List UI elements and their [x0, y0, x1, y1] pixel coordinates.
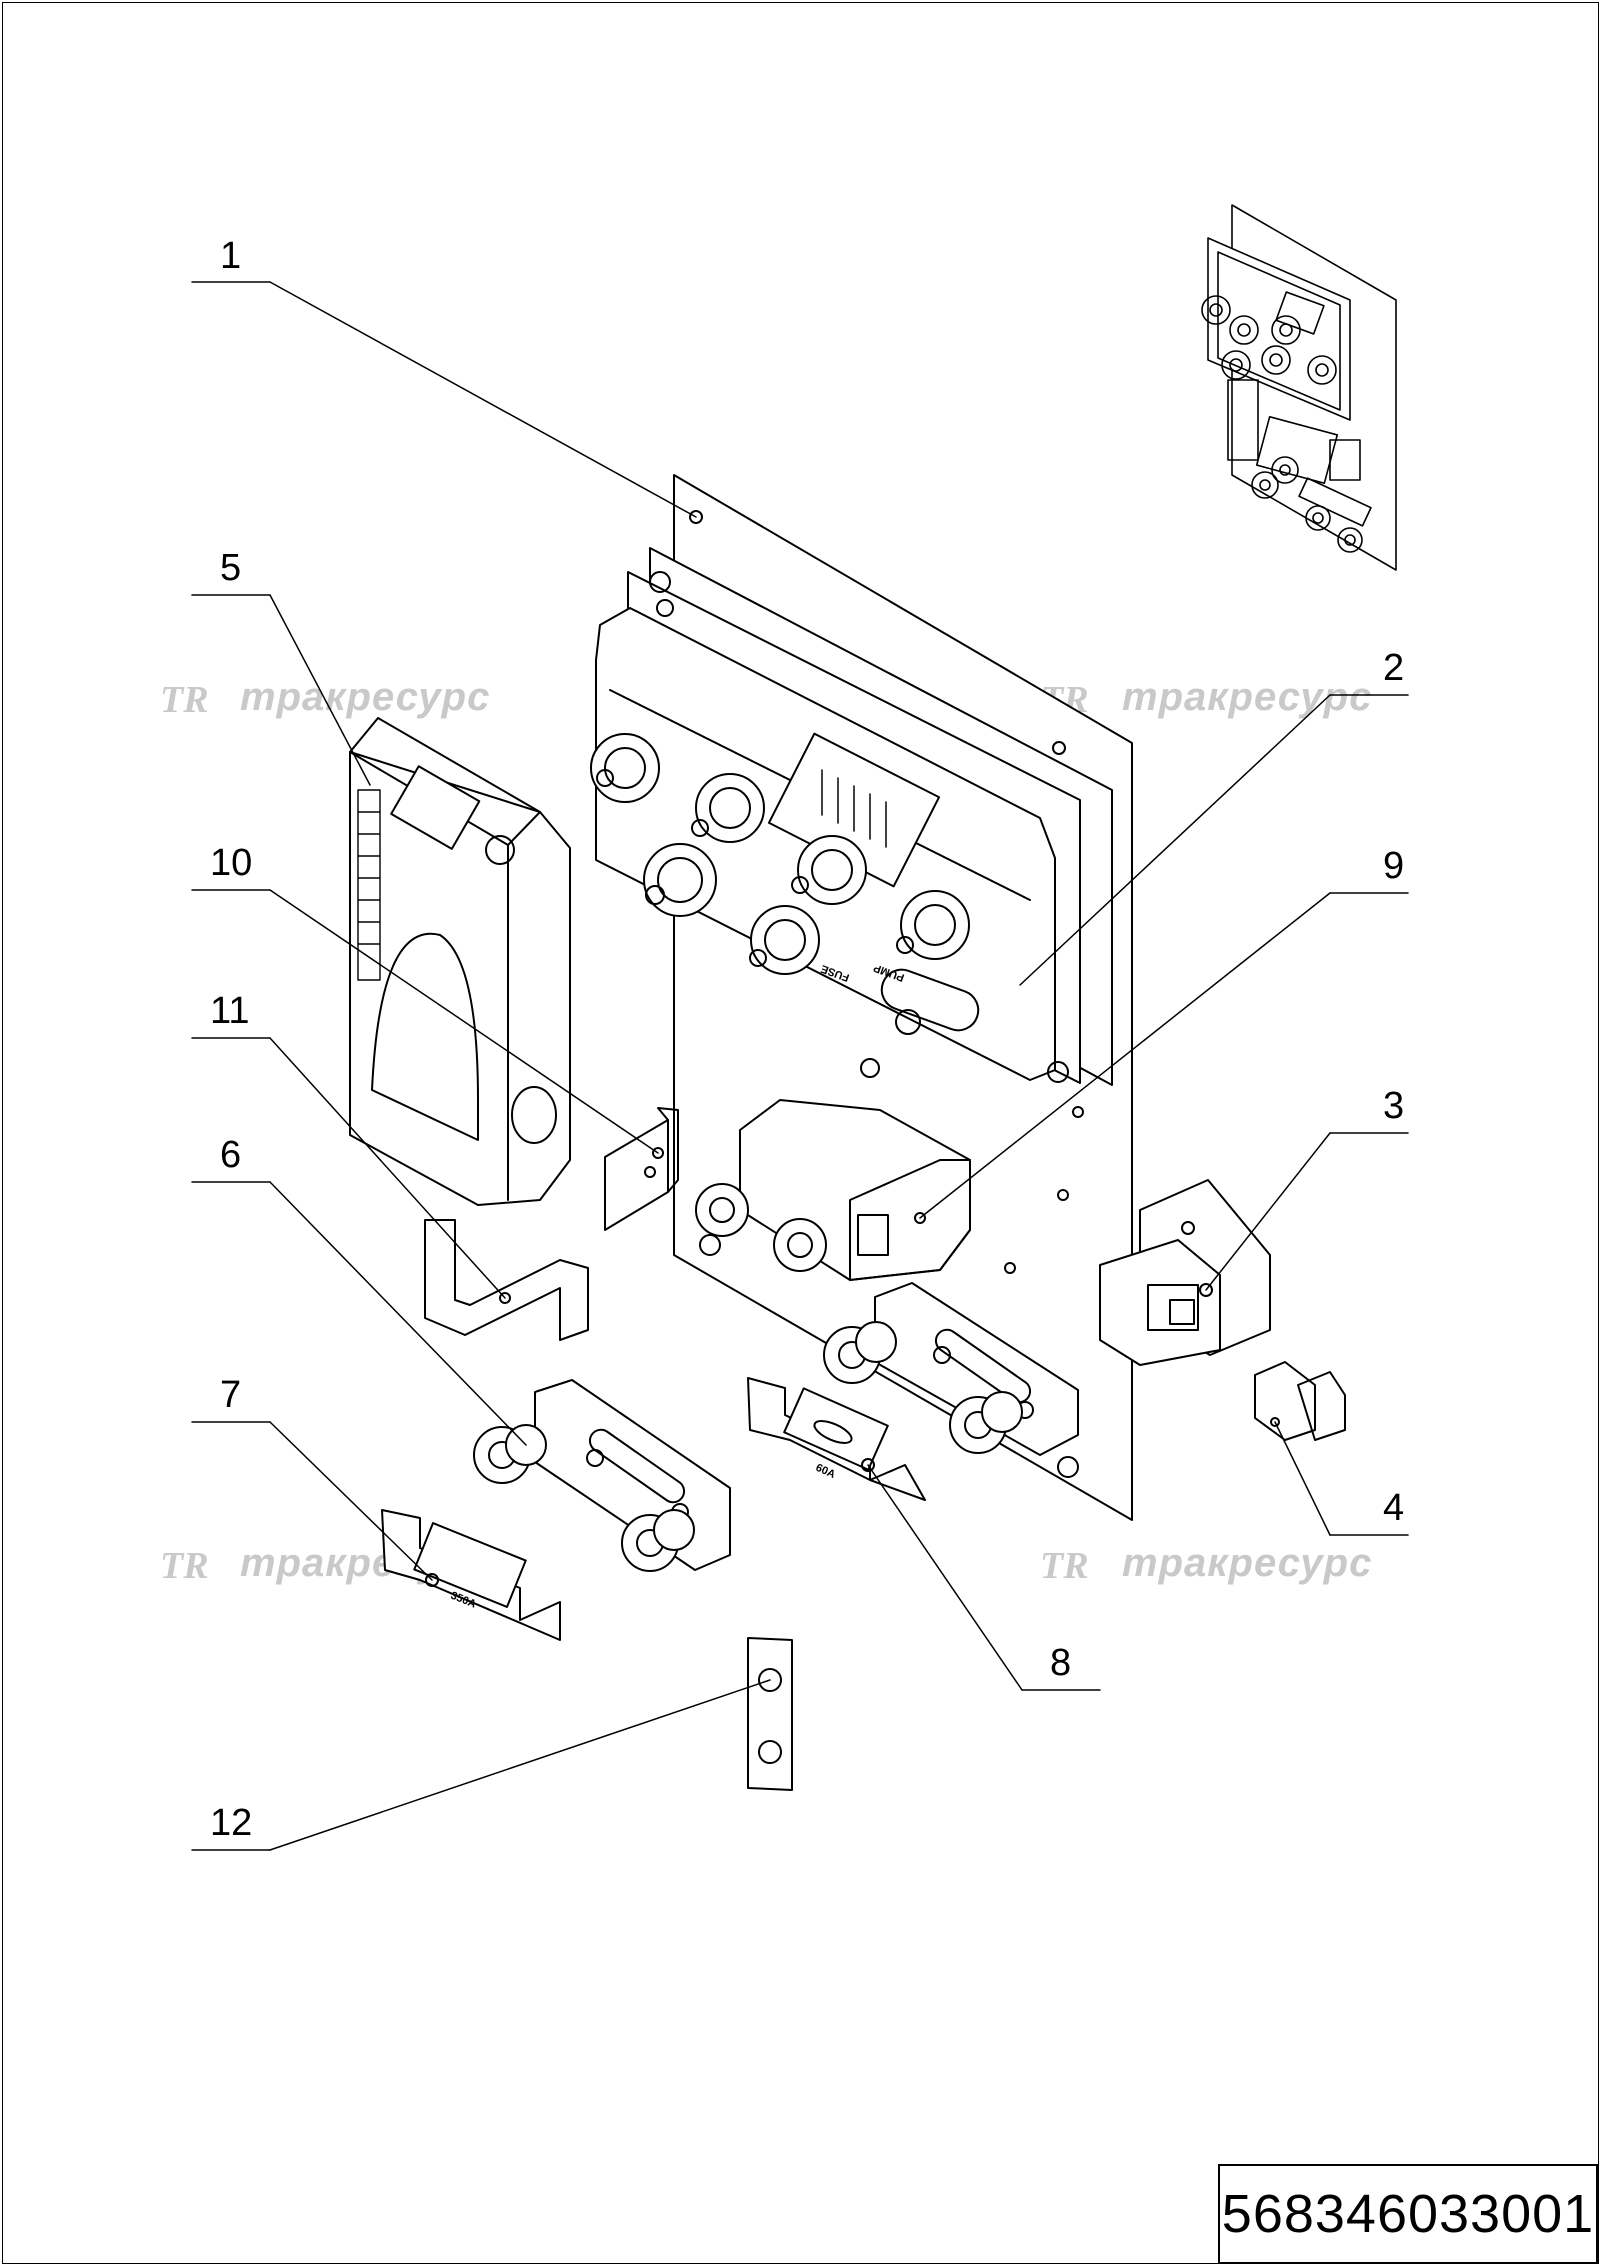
l-bracket	[424, 1219, 589, 1341]
callout-7: 7	[220, 1374, 241, 1416]
callout-2: 2	[1383, 647, 1404, 689]
watermark-top-right: TR тракресурс	[1040, 675, 1372, 721]
svg-text:тракресурс: тракресурс	[1122, 675, 1372, 719]
svg-text:TR: TR	[160, 1545, 209, 1587]
mini-blade-fuses	[1254, 1361, 1346, 1441]
callout-6: 6	[220, 1134, 241, 1176]
small-bracket	[604, 1107, 679, 1231]
callout-9: 9	[1383, 845, 1404, 887]
assembly-overview-thumbnail	[1201, 204, 1397, 571]
callout-8: 8	[1050, 1642, 1071, 1684]
callout-10: 10	[210, 842, 252, 884]
callout-leaders	[191, 281, 1409, 1851]
svg-text:TR: TR	[160, 679, 209, 721]
controller-terminal	[691, 773, 765, 843]
part-number: 568346033001	[1221, 2184, 1595, 2244]
logic-control-unit	[349, 717, 571, 1206]
svg-text:тракресурс: тракресурс	[1122, 1541, 1372, 1585]
fuse-holder-right	[823, 1282, 1079, 1456]
traction-controller: PUMP FUSE	[590, 547, 1113, 1086]
callout-5: 5	[220, 547, 241, 589]
callout-numbers: 1 2 3 4 5 6 7 8 9 10 11 12	[210, 235, 1404, 1844]
callout-4: 4	[1383, 1487, 1404, 1529]
svg-text:60A: 60A	[814, 1462, 837, 1481]
link-plate	[747, 1637, 793, 1791]
relay-block	[1099, 1179, 1271, 1366]
callout-12: 12	[210, 1802, 252, 1844]
svg-text:TR: TR	[1040, 1545, 1089, 1587]
watermark-bottom-right: TR тракресурс	[1040, 1541, 1372, 1587]
svg-text:тракресурс: тракресурс	[240, 675, 490, 719]
callout-3: 3	[1383, 1085, 1404, 1127]
controller-terminal	[643, 843, 717, 917]
callout-11: 11	[210, 990, 249, 1032]
watermark-top-left: TR тракресурс	[160, 675, 490, 721]
fuse-60a: 60A	[747, 1377, 926, 1501]
main-contactor	[695, 1058, 971, 1281]
part-number-box: 568346033001	[1218, 2164, 1598, 2264]
fuse-holder-left	[473, 1379, 731, 1572]
main-fuse-350a: 350A	[381, 1509, 561, 1641]
controller-terminal	[749, 905, 820, 975]
controller-terminal	[590, 733, 660, 803]
callout-1: 1	[220, 235, 241, 277]
controller-terminal	[791, 835, 867, 905]
controller-terminal	[896, 890, 970, 960]
